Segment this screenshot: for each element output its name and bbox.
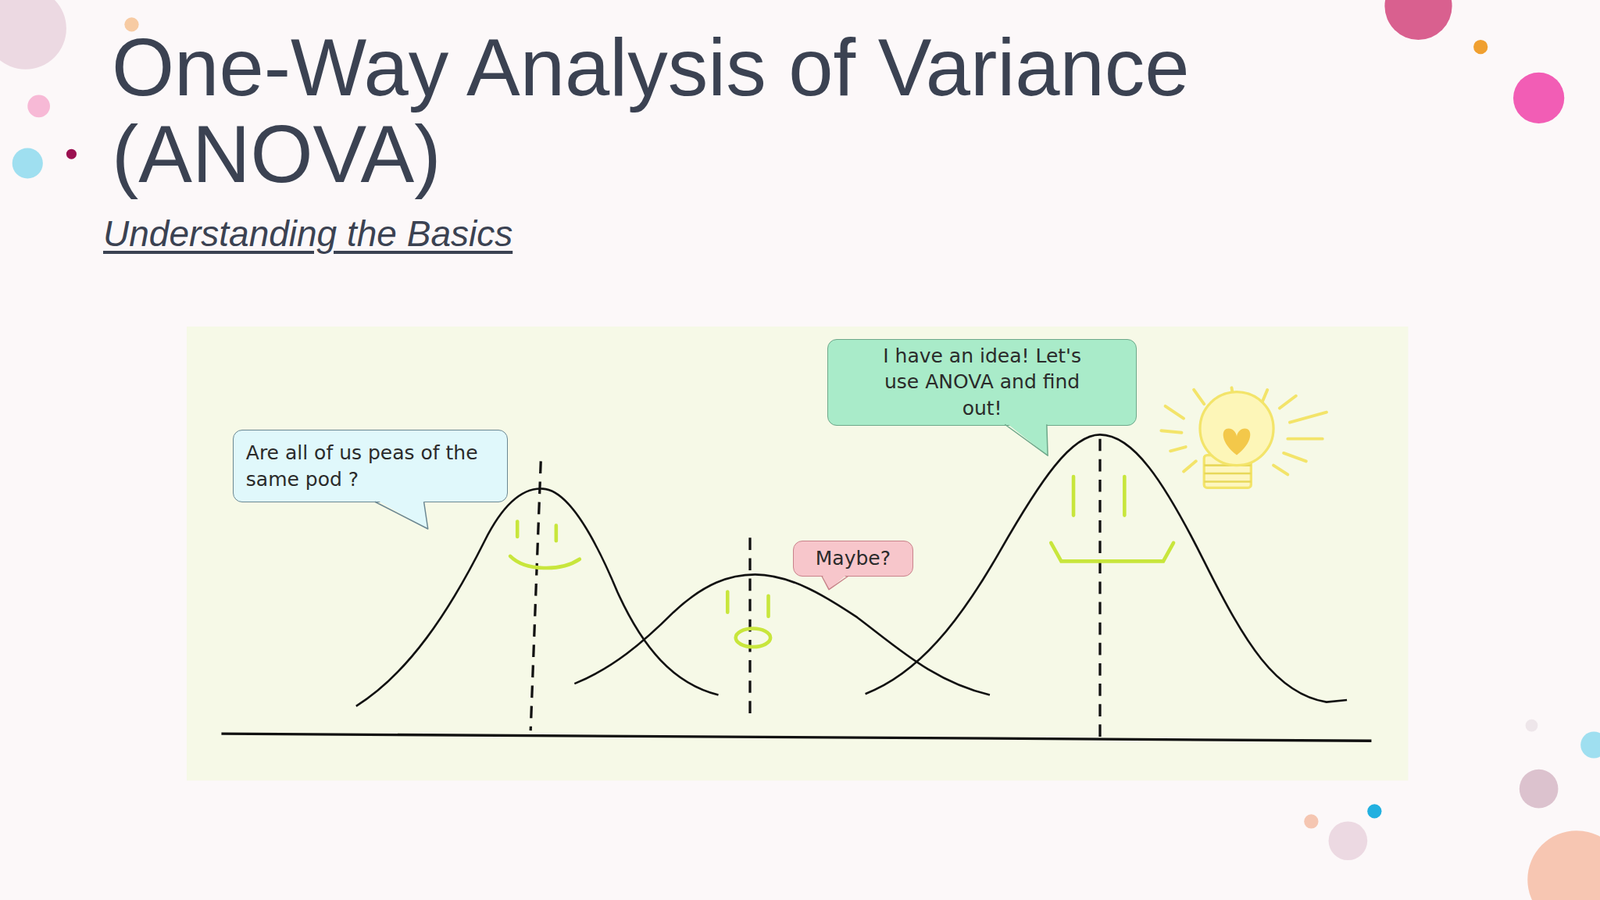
decor-dot [1527, 830, 1600, 900]
face-eye [515, 521, 520, 537]
light-ray [1283, 453, 1307, 461]
speech-text: Are all of us peas of the same pod ? [246, 439, 496, 493]
speech-text: I have an idea! Let's use ANOVA and find… [867, 342, 1097, 422]
light-ray [1262, 389, 1268, 403]
light-ray [1273, 465, 1288, 475]
face-eye [1122, 476, 1127, 516]
light-ray [1165, 406, 1185, 419]
bell-curve [574, 574, 990, 695]
bubble-tail-outline [375, 502, 429, 530]
decor-dot [1513, 72, 1565, 124]
bubble-tail [232, 428, 508, 503]
decor-dot [1580, 731, 1600, 758]
face-eye [554, 525, 559, 542]
speech-bubble: Maybe? [792, 540, 914, 577]
decor-dot [1519, 769, 1559, 809]
face-mouth [735, 628, 771, 648]
x-axis [221, 733, 1372, 741]
decor-dot [1384, 0, 1452, 40]
light-ray [1279, 396, 1297, 409]
bubble-tail-fill [821, 573, 849, 590]
face-mouth [1050, 542, 1174, 562]
face-eye [1071, 476, 1076, 516]
speech-bubble: I have an idea! Let's use ANOVA and find… [827, 339, 1137, 426]
mean-line [530, 460, 541, 731]
bell-curve [865, 434, 1347, 702]
light-rays [1160, 387, 1327, 475]
speech-bubble: Are all of us peas of the same pod ? [232, 429, 509, 504]
decor-dot [1303, 814, 1318, 829]
bubble-tail-outline [1004, 424, 1048, 456]
face-mouth [510, 556, 580, 568]
decor-dot [66, 149, 77, 160]
decor-dot [12, 147, 43, 179]
light-ray [1160, 430, 1182, 433]
decor-dot [1367, 803, 1382, 818]
light-ray [1289, 412, 1327, 423]
face-eye [766, 596, 771, 617]
decor-dot [1328, 821, 1368, 861]
decor-dot [1525, 719, 1539, 733]
speech-text: Maybe? [801, 545, 905, 572]
curve-faces [510, 476, 1174, 647]
slide-title: One-Way Analysis of Variance (ANOVA) [111, 24, 1284, 198]
illustration-panel [186, 326, 1408, 781]
bubble-tail-fill [375, 499, 429, 529]
decor-dot [0, 0, 67, 70]
decor-dot [1473, 39, 1488, 54]
light-ray [1287, 437, 1322, 441]
mean-lines [530, 439, 1100, 740]
light-ray [1170, 446, 1186, 451]
bulb-thread [1203, 465, 1251, 483]
mean-line [1098, 439, 1101, 740]
mean-line [748, 537, 751, 715]
bell-curve [356, 489, 719, 707]
bubble-tail-fill [1004, 421, 1048, 456]
light-ray [1183, 460, 1197, 472]
bubble-tail-outline [821, 575, 849, 590]
lightbulb-icon [1160, 387, 1327, 488]
light-ray [1193, 389, 1204, 404]
bulb-heart [1223, 428, 1251, 456]
decor-dot [27, 94, 50, 118]
bulb-glass [1200, 392, 1274, 466]
slide-subtitle: Understanding the Basics [103, 212, 513, 255]
face-eye [725, 592, 730, 613]
